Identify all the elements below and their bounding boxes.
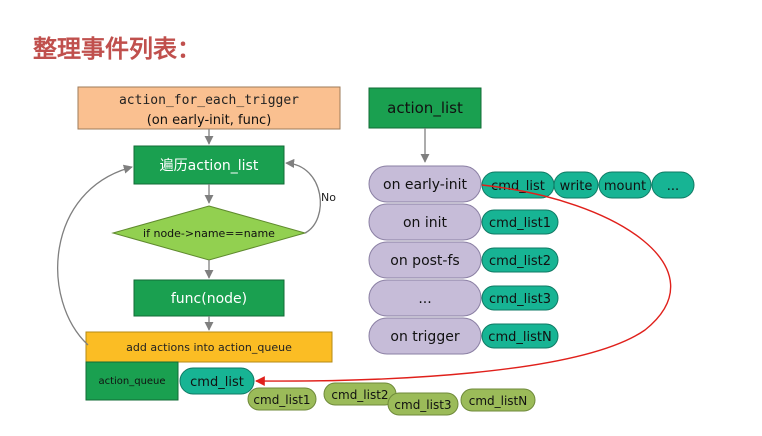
queue-item-4-label: cmd_listN: [469, 394, 528, 408]
node-cmd-list-1: [481, 209, 559, 235]
node-cmd-list-4: [481, 323, 559, 349]
func-box: [133, 279, 285, 317]
queue-item-2-label: cmd_list2: [331, 388, 388, 402]
traverse-box-label: 遍历action_list: [160, 158, 259, 174]
node-cmd-list-1-label: cmd_list1: [489, 216, 551, 231]
slide-title: 整理事件列表：: [33, 35, 201, 63]
queue-item-3-label: cmd_list3: [394, 398, 451, 412]
action-node-init: [368, 203, 482, 241]
trigger-box-line1: action_for_each_trigger: [119, 93, 299, 108]
no-loop-arrow: [285, 158, 321, 234]
action-list-header: [368, 87, 482, 129]
early-init-write-label: write: [560, 179, 593, 194]
action-node-trigger-label: on trigger: [390, 329, 459, 345]
node-cmd-list-0-label: cmd_list: [491, 179, 545, 194]
action-queue-cmd-label: cmd_list: [190, 375, 244, 390]
action-node-ellipsis-label: ...: [418, 291, 431, 307]
early-init-write: [553, 171, 599, 199]
node-cmd-list-3-label: cmd_list3: [489, 292, 551, 307]
action-node-post-fs-label: on post-fs: [390, 253, 459, 269]
early-init-ellipsis: [651, 171, 695, 199]
action-queue-label: action_queue: [98, 376, 165, 387]
node-cmd-list-2: [481, 247, 559, 273]
early-init-mount: [598, 171, 652, 199]
outer-loop-arrow: [57, 164, 133, 346]
action-list-header-label: action_list: [387, 99, 463, 118]
action-node-post-fs: [368, 241, 482, 279]
no-label: No: [321, 191, 336, 204]
node-cmd-list-4-label: cmd_listN: [488, 330, 551, 345]
red-move-arrow: [255, 184, 672, 386]
add-actions-box: [85, 331, 333, 363]
early-init-mount-label: mount: [604, 179, 646, 194]
decision-label: if node->name==name: [143, 227, 275, 240]
node-cmd-list-2-label: cmd_list2: [489, 254, 551, 269]
action-node-early-init: [368, 165, 482, 203]
trigger-box: [77, 86, 341, 130]
action-queue-cmd: [179, 367, 255, 395]
action-node-init-label: on init: [403, 215, 448, 231]
action-queue-box: [85, 361, 179, 401]
action-node-trigger: [368, 317, 482, 355]
action-node-ellipsis: [368, 279, 482, 317]
trigger-box-line2: (on early-init, func): [147, 113, 272, 128]
queue-item-1-label: cmd_list1: [253, 393, 310, 407]
add-actions-label: add actions into action_queue: [126, 341, 292, 354]
traverse-box: [133, 145, 285, 185]
action-node-early-init-label: on early-init: [383, 177, 467, 193]
queue-item-4: [460, 388, 536, 412]
queue-item-3: [387, 392, 459, 416]
node-cmd-list-3: [481, 285, 559, 311]
early-init-ellipsis-label: ...: [667, 179, 679, 194]
queue-item-1: [247, 387, 317, 411]
func-box-label: func(node): [171, 291, 247, 307]
